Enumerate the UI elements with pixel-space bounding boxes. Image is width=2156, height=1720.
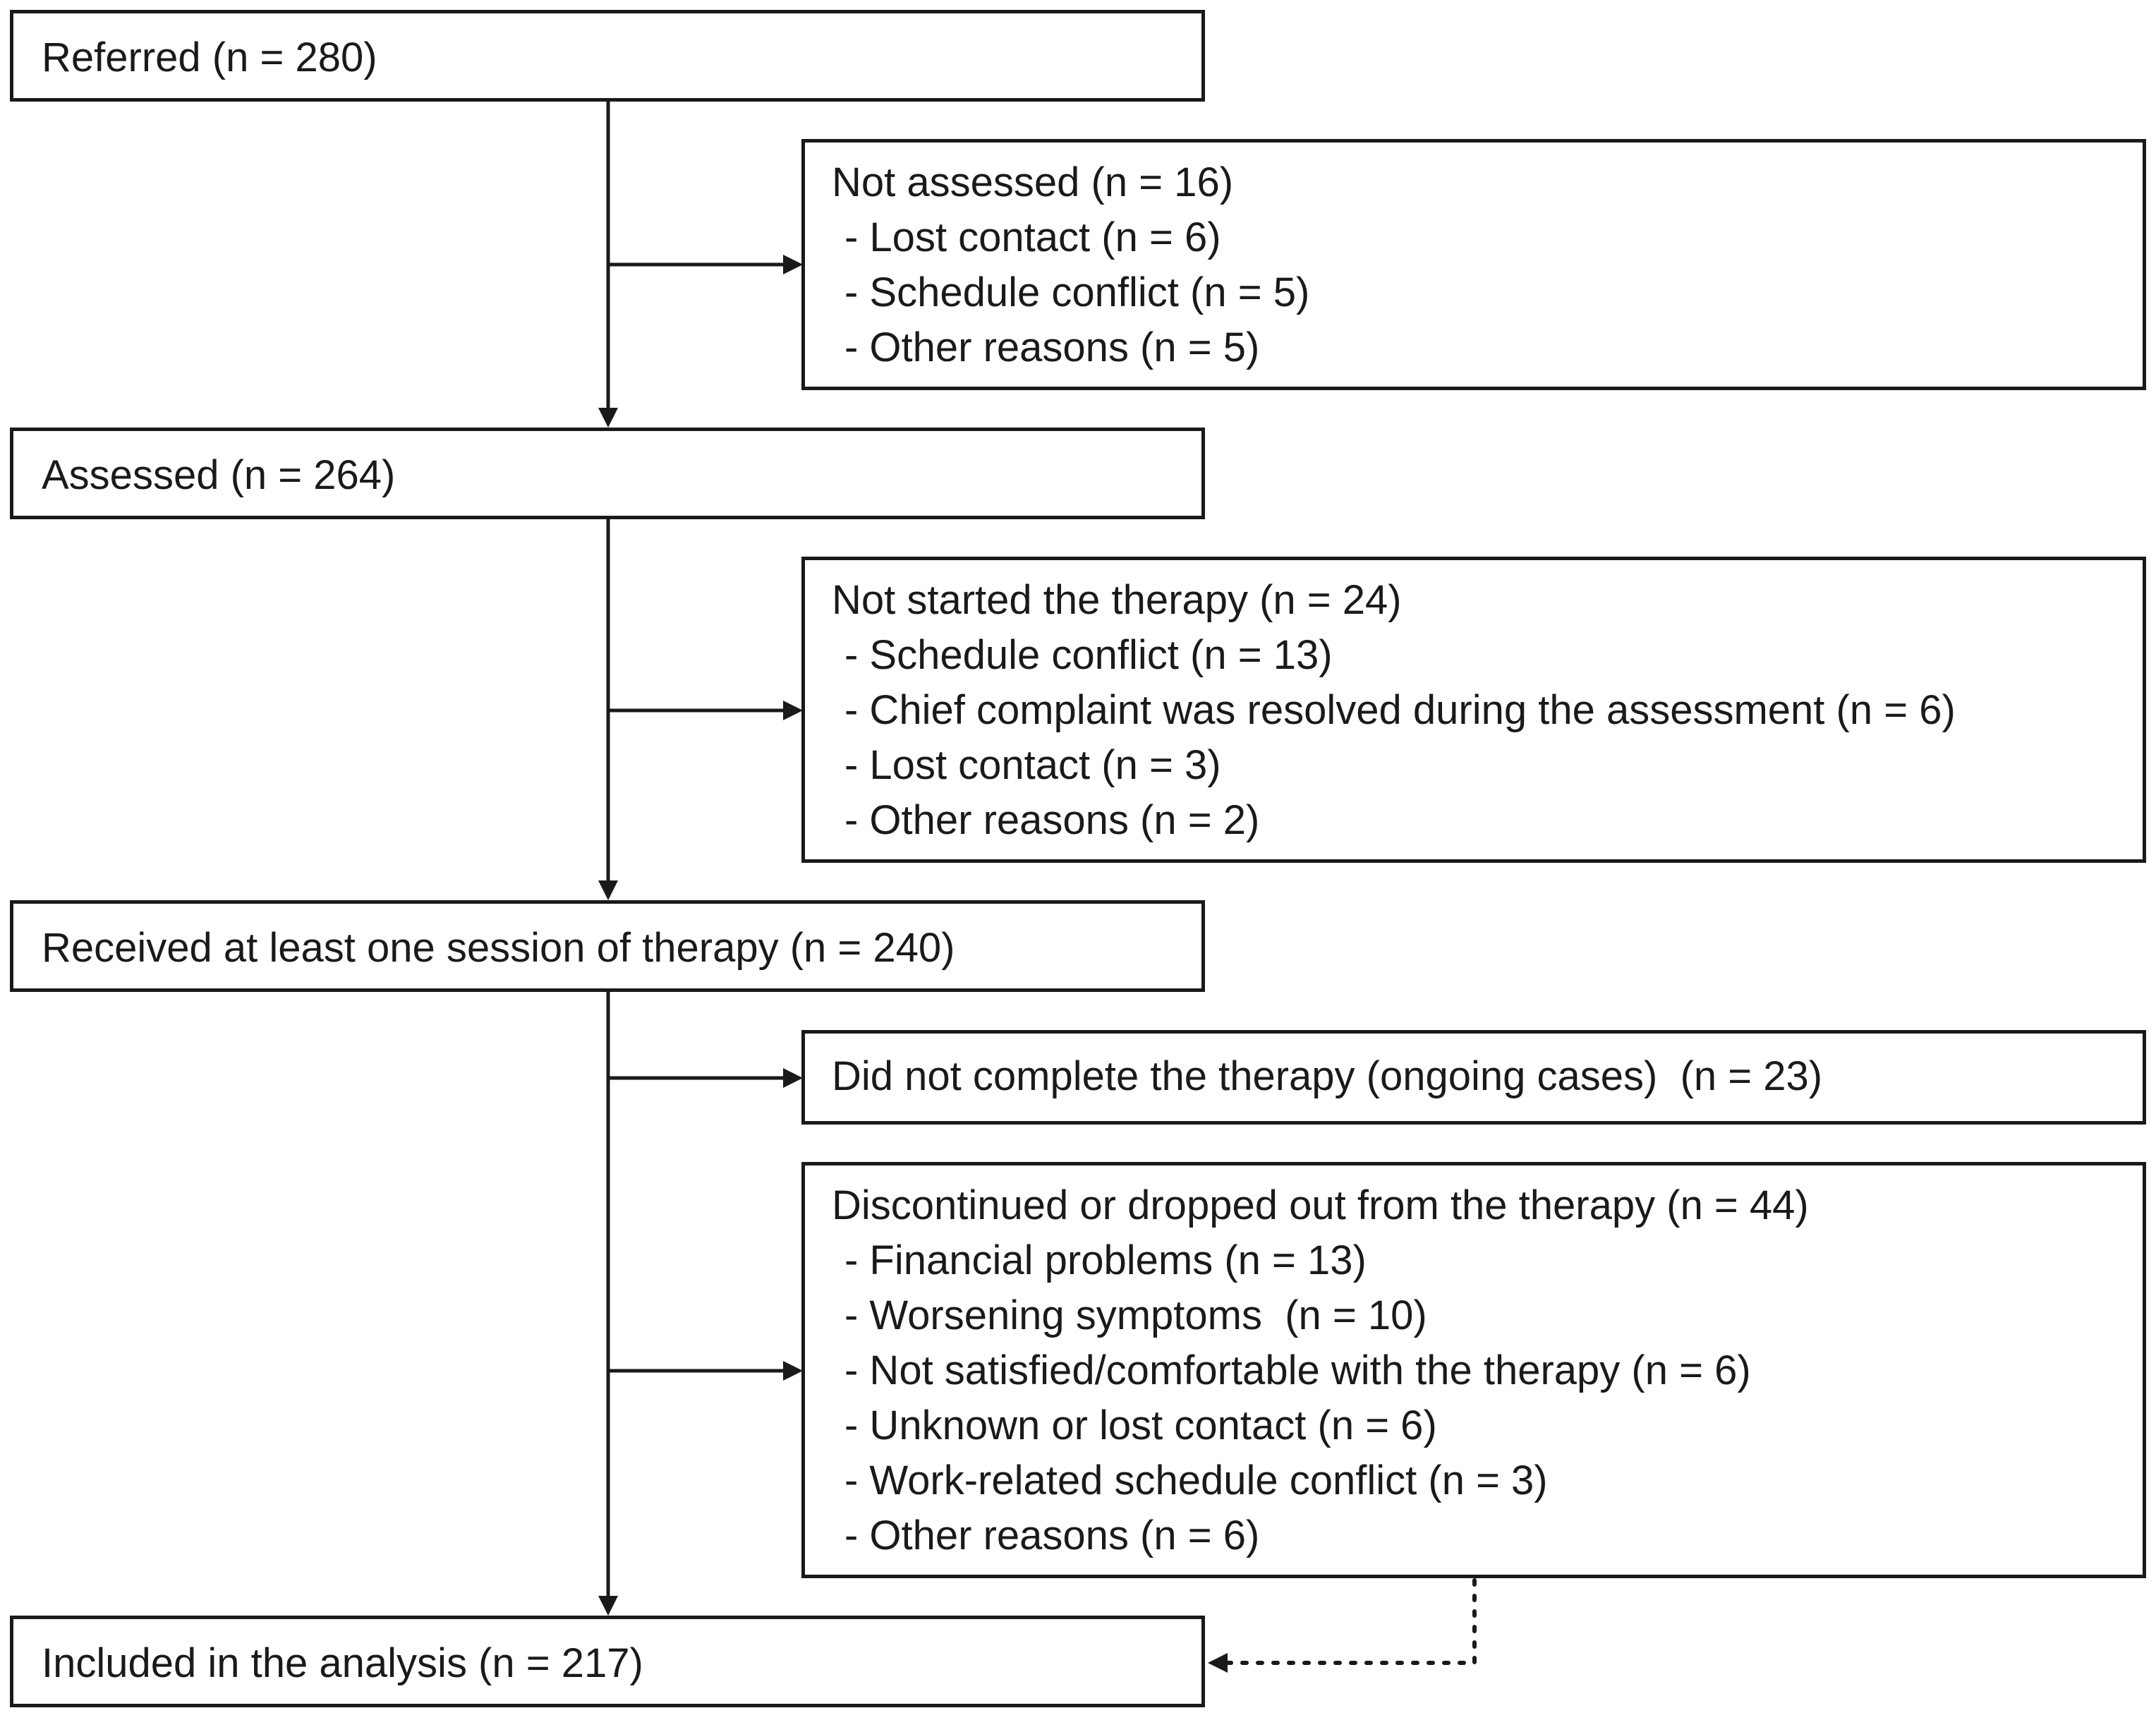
step-included-label: Included in the analysis (n = 217): [42, 1640, 643, 1686]
arrowhead-not-completed: [783, 1068, 803, 1088]
step-referred: Referred (n = 280): [10, 10, 1205, 102]
arrowhead-not-started: [783, 701, 803, 720]
exclusion-title: Discontinued or dropped out from the the…: [832, 1182, 1809, 1228]
exclusion-title: Not started the therapy (n = 24): [832, 577, 1402, 623]
reason-item: - Chief complaint was resolved during th…: [844, 687, 1956, 733]
exclusion-not-started: Not started the therapy (n = 24) - Sched…: [801, 557, 2146, 863]
step-included-analysis: Included in the analysis (n = 217): [10, 1616, 1205, 1707]
step-referred-label: Referred (n = 280): [42, 35, 377, 80]
reason-item: - Schedule conflict (n = 5): [844, 269, 1310, 315]
reason-item: - Unknown or lost contact (n = 6): [844, 1403, 1437, 1448]
reason-list: - Financial problems (n = 13) - Worsenin…: [844, 1233, 1751, 1563]
exclusion-not-assessed: Not assessed (n = 16) - Lost contact (n …: [801, 139, 2146, 390]
arrowhead-included: [598, 1596, 618, 1616]
step-received-label: Received at least one session of therapy…: [42, 925, 955, 971]
reason-item: - Lost contact (n = 6): [844, 214, 1221, 260]
reason-item: - Not satisfied/comfortable with the the…: [844, 1347, 1751, 1393]
arrowhead-assessed: [598, 408, 618, 428]
step-assessed-label: Assessed (n = 264): [42, 452, 396, 498]
arrowhead-included-dotted: [1208, 1653, 1228, 1673]
step-received-therapy: Received at least one session of therapy…: [10, 900, 1205, 992]
reason-item: - Other reasons (n = 2): [844, 797, 1260, 843]
reason-item: - Schedule conflict (n = 13): [844, 632, 1333, 678]
reason-item: - Other reasons (n = 5): [844, 325, 1260, 370]
arrowhead-not-assessed: [783, 255, 803, 274]
reason-item: - Work-related schedule conflict (n = 3): [844, 1458, 1548, 1503]
exclusion-discontinued: Discontinued or dropped out from the the…: [801, 1162, 2146, 1578]
reason-item: - Financial problems (n = 13): [844, 1237, 1367, 1283]
reason-item: - Lost contact (n = 3): [844, 742, 1221, 788]
reason-list: - Schedule conflict (n = 13) - Chief com…: [844, 628, 1956, 848]
reason-list: - Lost contact (n = 6) - Schedule confli…: [844, 210, 1309, 375]
exclusion-title: Did not complete the therapy (ongoing ca…: [832, 1053, 1823, 1099]
exclusion-title: Not assessed (n = 16): [832, 159, 1234, 205]
dotted-connector-discontinued-to-included: [1225, 1578, 1477, 1665]
reason-item: - Worsening symptoms (n = 10): [844, 1292, 1427, 1338]
arrowhead-received: [598, 880, 618, 900]
exclusion-not-completed: Did not complete the therapy (ongoing ca…: [801, 1030, 2146, 1125]
step-assessed: Assessed (n = 264): [10, 428, 1205, 519]
reason-item: - Other reasons (n = 6): [844, 1513, 1260, 1558]
arrowhead-discontinued: [783, 1361, 803, 1381]
